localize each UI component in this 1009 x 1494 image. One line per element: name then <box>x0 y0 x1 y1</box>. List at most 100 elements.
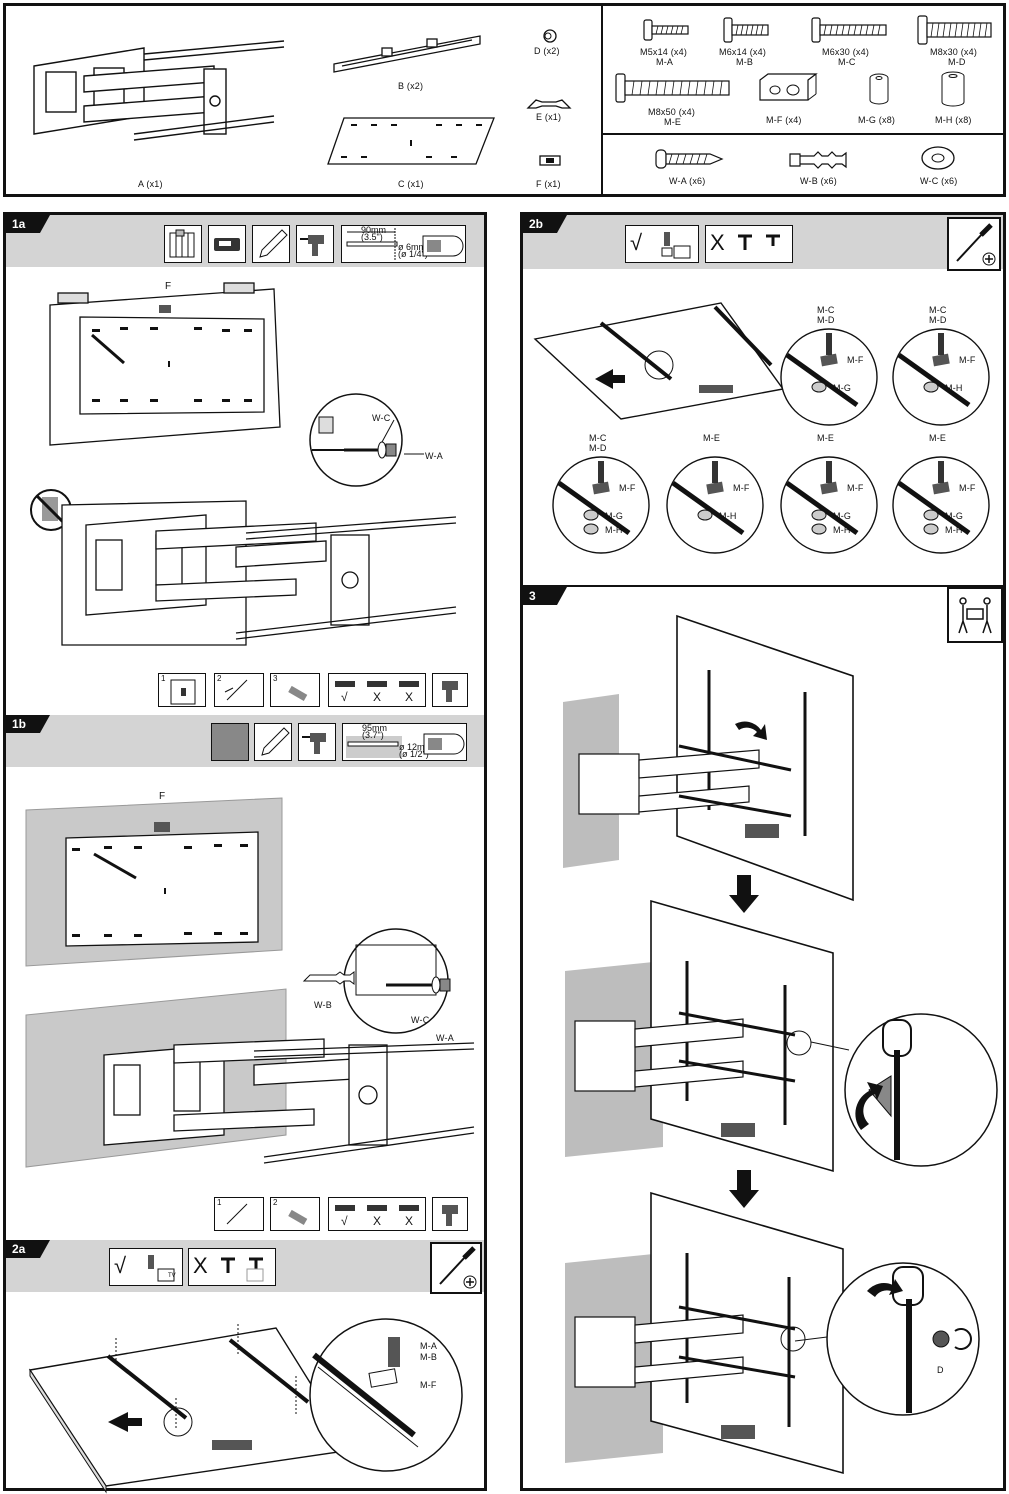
step-1a-header: 1a 90mm (3.5") ø 6mm (ø 1/4") <box>6 215 484 267</box>
drill-depth-mm-1b: 95mm <box>362 723 387 733</box>
step-2a-tag: 2a <box>6 1240 50 1258</box>
step-3-tag: 3 <box>523 587 567 605</box>
washer-m-f-drawing <box>759 73 818 101</box>
tv-label-2a-ok: TV <box>168 1273 176 1279</box>
screw-m-e-size: M8x50 (x4) <box>648 107 696 117</box>
detail-5-spacer-m-g: M-G <box>833 511 852 521</box>
step-1a-subicon-1: 1 <box>158 673 206 707</box>
part-e-drawing <box>526 99 572 109</box>
detail-4-spacer-m-h: M-H <box>719 511 737 521</box>
screwdriver-icon-2a <box>430 1242 482 1294</box>
step-1b-subnum-2: 2 <box>273 1198 278 1207</box>
drill-depth-mm-1a: 90mm <box>361 225 386 235</box>
step-3-hang-tv-drawing <box>563 614 854 902</box>
screw-m-c-code: M-C <box>838 57 856 67</box>
part-d-label: D (x2) <box>534 46 560 56</box>
step-2a-label-mf: M-F <box>420 1380 437 1390</box>
step-2b-wrong-icon: X <box>705 225 793 263</box>
step-1b-label-wb: W-B <box>314 1000 332 1010</box>
down-arrow-2 <box>729 1170 759 1208</box>
step-1a-subnum-1: 1 <box>161 674 166 683</box>
step-2a-zoom-detail <box>309 1318 463 1472</box>
mark-wrong-1a-1: X <box>373 690 382 704</box>
detail-2-washer: M-F <box>959 355 976 365</box>
step-1b-label-wc: W-C <box>411 1015 430 1025</box>
step-1a-subnum-2: 2 <box>217 674 222 683</box>
screw-m-b-drawing <box>723 17 769 43</box>
step-1b-mounted-bracket <box>25 988 475 1168</box>
screw-m-e-drawing <box>615 73 730 103</box>
step-1b-subnum-1: 1 <box>217 1198 222 1207</box>
detail-5-spacer-m-h: M-H <box>833 525 851 535</box>
step-3-secure-tv-drawing <box>565 1191 844 1475</box>
step-2a-correct-icon: √ TV <box>109 1248 183 1286</box>
screw-m-a-code: M-A <box>656 57 674 67</box>
drill-icon <box>296 225 334 263</box>
hammer-drill-icon <box>298 723 336 761</box>
detail-1-screw-m-c: M-C <box>817 305 835 315</box>
part-b-drawing <box>333 35 481 73</box>
step-3-screw-zoom-detail <box>794 1262 980 1416</box>
anchor-w-b-drawing <box>789 151 847 169</box>
part-d-drawing <box>543 29 557 43</box>
mark-correct-2a: √ <box>114 1253 127 1278</box>
step-1b-header: 1b 95mm (3.7") ø 12mm (ø 1/2") <box>6 715 484 767</box>
step-2a-tv-back-drawing <box>28 1324 354 1494</box>
detail-3-screw-m-d: M-D <box>589 443 607 453</box>
drill-bit-mm-1b: ø 12mm <box>399 742 432 752</box>
spacer-m-g-label: M-G (x8) <box>858 115 896 125</box>
step-1b-subicon-1: 1 <box>214 1197 264 1231</box>
drill-depth-diagram: 90mm (3.5") ø 6mm (ø 1/4") <box>341 225 466 263</box>
step-1b-washer-order-icon: √ X X <box>328 1197 426 1231</box>
step-1a-zoom-detail <box>309 393 424 487</box>
drill-depth-diagram-1b: 95mm (3.7") ø 12mm (ø 1/2") <box>342 723 467 761</box>
stud-finder-icon <box>208 225 246 263</box>
drill-bit-in-1b: (ø 1/2") <box>399 749 429 759</box>
stud-wall-icon <box>164 225 202 263</box>
step-1b-template-drawing <box>25 797 283 967</box>
detail-3-spacer-m-h: M-H <box>605 525 623 535</box>
step-1a-label-wc: W-C <box>372 413 391 423</box>
mark-wrong-1b-2: X <box>405 1214 414 1228</box>
step-1b-drill-icon <box>432 1197 468 1231</box>
detail-6-spacer-m-h: M-H <box>945 525 963 535</box>
step-1a-template-drawing <box>49 282 281 446</box>
drill-bit-mm-1a: ø 6mm <box>398 242 426 252</box>
part-a-label: A (x1) <box>138 179 163 189</box>
part-e-label: E (x1) <box>536 112 562 122</box>
detail-1-spacer-m-g: M-G <box>833 383 852 393</box>
washer-m-f-label: M-F (x4) <box>766 115 802 125</box>
washer-w-c-label: W-C (x6) <box>920 176 958 186</box>
detail-3-screw-m-c: M-C <box>589 433 607 443</box>
mark-wrong-1b-1: X <box>373 1214 382 1228</box>
part-c-label: C (x1) <box>398 179 424 189</box>
screw-m-a-drawing <box>643 19 689 41</box>
detail-6-spacer-m-g: M-G <box>945 511 964 521</box>
step-2b-tv-back-drawing <box>533 302 785 420</box>
mark-correct-1a: √ <box>341 690 348 704</box>
pencil-icon-1b <box>254 723 292 761</box>
detail-2-screw-m-d: M-D <box>929 315 947 325</box>
step-1a-subicon-3: 3 <box>270 673 320 707</box>
screw-m-c-drawing <box>811 17 887 43</box>
step-2a-label-mb: M-B <box>420 1352 438 1362</box>
mark-wrong-2b: X <box>710 230 725 255</box>
step-1b-subicon-2: 2 <box>270 1197 320 1231</box>
mark-correct-1b: √ <box>341 1214 348 1228</box>
down-arrow-1 <box>729 875 759 913</box>
screw-m-b-code: M-B <box>736 57 754 67</box>
step-2b-header: 2b √ X <box>523 215 1003 271</box>
detail-3-spacer-m-g: M-G <box>605 511 624 521</box>
screw-m-e-code: M-E <box>664 117 682 127</box>
wood-screw-w-a-label: W-A (x6) <box>669 176 706 186</box>
no-drywall-only-icon <box>30 489 72 531</box>
step-1b-tag: 1b <box>6 715 50 733</box>
step-1b-zoom-detail <box>302 928 451 1034</box>
step-1a-label-wa: W-A <box>425 451 443 461</box>
step-1a-subnum-3: 3 <box>273 674 278 683</box>
detail-6-washer: M-F <box>959 483 976 493</box>
step-1a-mounted-bracket <box>61 500 457 646</box>
detail-4-screw-m-e: M-E <box>703 433 721 443</box>
